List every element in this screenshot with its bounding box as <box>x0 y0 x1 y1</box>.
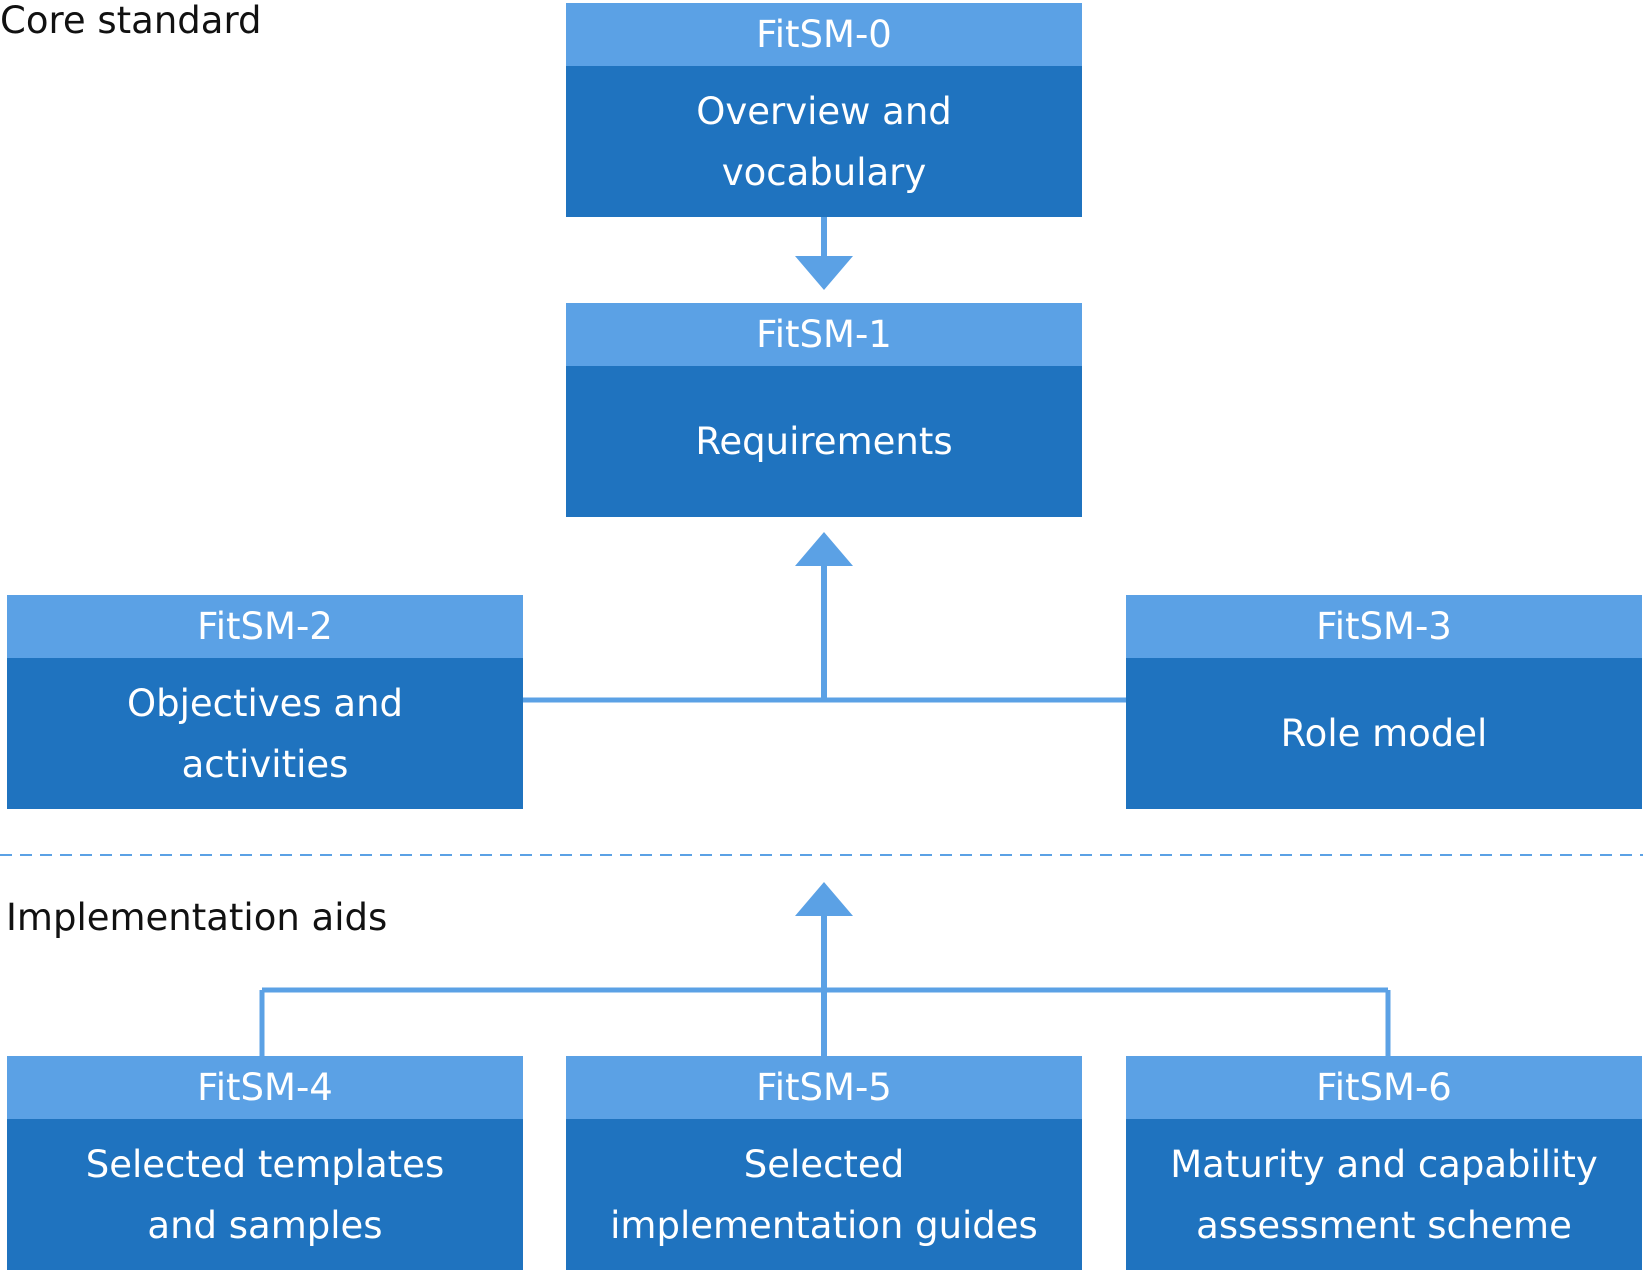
box-code: FitSM-6 <box>1126 1056 1642 1119</box>
box-description-line: Objectives and <box>126 681 404 725</box>
box-description-line: Overview and <box>696 89 952 133</box>
box-code: FitSM-0 <box>566 3 1082 66</box>
box-description: Role model <box>1126 658 1642 809</box>
box-description-line: implementation guides <box>610 1203 1038 1247</box>
box-description: Overview and vocabulary <box>566 66 1082 217</box>
box-description: Selected implementation guides <box>566 1119 1082 1270</box>
box-code: FitSM-4 <box>7 1056 523 1119</box>
box-description-line: Selected <box>743 1142 905 1186</box>
box-description-line: Requirements <box>695 420 953 463</box>
box-code: FitSM-3 <box>1126 595 1642 658</box>
box-description-line: Maturity and capability <box>1170 1142 1598 1186</box>
arrowhead-down-icon <box>795 256 853 290</box>
box-description-line: Selected templates <box>85 1142 445 1186</box>
box-description-line: activities <box>181 742 349 786</box>
arrowhead-up-icon <box>795 532 853 566</box>
section-label-implementation-aids: Implementation aids <box>6 896 388 939</box>
box-description-line: and samples <box>147 1203 383 1247</box>
box-description: Selected templates and samples <box>7 1119 523 1270</box>
box-fitsm-6: FitSM-6 Maturity and capability assessme… <box>1126 1056 1642 1270</box>
box-code: FitSM-2 <box>7 595 523 658</box>
box-description: Objectives and activities <box>7 658 523 809</box>
box-description-line: vocabulary <box>721 150 927 194</box>
box-description: Requirements <box>566 366 1082 517</box>
box-description-line: assessment scheme <box>1196 1203 1572 1247</box>
arrowhead-up-aids-icon <box>795 882 853 916</box>
box-description-line: Role model <box>1280 712 1488 755</box>
box-fitsm-5: FitSM-5 Selected implementation guides <box>566 1056 1082 1270</box>
box-fitsm-1: FitSM-1 Requirements <box>566 303 1082 517</box>
box-description: Maturity and capability assessment schem… <box>1126 1119 1642 1270</box>
section-label-core-standard: Core standard <box>0 0 262 42</box>
box-fitsm-2: FitSM-2 Objectives and activities <box>7 595 523 809</box>
box-fitsm-0: FitSM-0 Overview and vocabulary <box>566 3 1082 217</box>
box-fitsm-3: FitSM-3 Role model <box>1126 595 1642 809</box>
box-code: FitSM-1 <box>566 303 1082 366</box>
box-code: FitSM-5 <box>566 1056 1082 1119</box>
box-fitsm-4: FitSM-4 Selected templates and samples <box>7 1056 523 1270</box>
